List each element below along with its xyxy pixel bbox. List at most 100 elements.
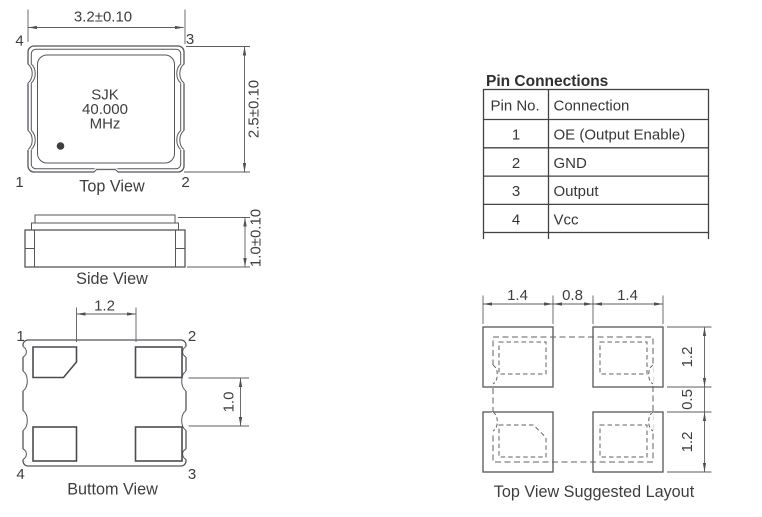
notch-patch — [650, 412, 654, 432]
bottom-outline — [22, 339, 187, 467]
arrowhead — [702, 463, 707, 472]
marking-line3: MHz — [90, 116, 121, 133]
castellation-notch — [30, 63, 36, 84]
castellation-notch — [179, 63, 185, 84]
castellation-notch — [27, 63, 33, 84]
pad-pin1 — [32, 346, 78, 379]
header-connection: Connection — [554, 98, 630, 115]
lid-top — [34, 214, 176, 224]
pad-pin2 — [134, 346, 183, 379]
table-row-connection: OE (Output Enable) — [554, 127, 686, 144]
arrowhead — [483, 302, 492, 306]
notch-patch — [176, 130, 186, 150]
notch-patch — [26, 130, 36, 150]
castellation-notch — [27, 130, 33, 150]
pin-number-1: 1 — [15, 174, 23, 191]
table-grid-lines — [482, 89, 710, 239]
notch-patch — [184, 410, 188, 431]
bottom-view: 1.2 1.0 1 2 4 3 Buttom View — [16, 298, 249, 499]
table-row-pin: 2 — [512, 155, 520, 172]
pin-number-2: 2 — [181, 174, 189, 191]
layout-view-caption: Top View Suggested Layout — [494, 483, 695, 501]
castellation-notch — [179, 130, 185, 150]
arrowhead — [242, 163, 247, 172]
pad-gap-label: 1.0 — [221, 392, 238, 413]
pad-outline-dashed-tl — [498, 341, 547, 375]
castellation-notch — [176, 130, 182, 150]
arrowhead — [593, 302, 602, 306]
table-row-connection: Output — [554, 183, 600, 200]
layout-dim-left-width: 1.4 — [507, 287, 528, 304]
pad-outline-dashed-br — [599, 424, 648, 458]
notch-patch — [21, 449, 25, 460]
pin-table-title: Pin Connections — [486, 73, 608, 90]
pad-spacing-label: 1.2 — [94, 298, 115, 315]
arrowhead — [584, 302, 593, 306]
notch-patch — [491, 365, 495, 385]
arrowhead — [243, 258, 247, 267]
pin-number-2: 2 — [188, 328, 196, 345]
pin-number-3: 3 — [186, 31, 194, 48]
table-row-pin: 1 — [512, 127, 520, 144]
notch-patch — [650, 365, 654, 385]
land-pad-top-right — [592, 326, 664, 388]
layout-dim-right-width: 1.4 — [617, 287, 638, 304]
land-pad-top-left — [482, 326, 554, 388]
land-pad-bottom-left — [482, 411, 554, 473]
pin-number-1: 1 — [16, 328, 24, 345]
castellation-notch — [22, 370, 28, 392]
notch-patch — [176, 64, 186, 84]
package-outline-dashed — [492, 336, 654, 463]
pad-outline-dashed-bl — [498, 424, 547, 458]
pad-outline-dashed-tr — [599, 341, 648, 375]
layout-dim-bottom-height: 1.2 — [679, 432, 696, 453]
layout-top-dimension-lines — [482, 295, 664, 324]
arrowhead — [654, 302, 663, 306]
notch-patch — [21, 346, 25, 357]
side-pads — [25, 230, 185, 267]
land-pad-bottom-right — [592, 411, 664, 473]
castellation-dashed — [648, 364, 654, 385]
layout-dim-row-gap: 0.5 — [679, 389, 696, 410]
arrowhead — [238, 378, 243, 387]
castellation-dashed — [648, 411, 654, 432]
lid-step — [31, 222, 179, 231]
pin-number-3: 3 — [188, 466, 196, 483]
castellation-notch — [22, 346, 27, 358]
bottom-view-caption: Buttom View — [67, 481, 158, 499]
layout-dim-top-height: 1.2 — [679, 347, 696, 368]
castellation-dashed — [492, 411, 498, 432]
table-row-connection: GND — [554, 155, 588, 172]
arrowhead — [238, 417, 243, 426]
arrowhead — [243, 217, 247, 227]
marking-line2: 40.000 — [82, 101, 128, 118]
notch-patch — [21, 410, 25, 431]
body — [24, 229, 186, 268]
height-dimension-lines — [184, 46, 250, 173]
notch-patch — [184, 449, 188, 460]
pin-number-4: 4 — [16, 466, 24, 483]
arrowhead — [28, 25, 37, 30]
arrowhead — [544, 302, 553, 306]
pad-pin3 — [134, 426, 183, 462]
notch-patch — [94, 168, 118, 174]
castellation-notch — [22, 410, 28, 431]
width-dimension-lines — [27, 9, 186, 44]
arrowhead — [175, 25, 184, 30]
side-view: 1.0±0.10 Side View — [24, 209, 265, 288]
side-height-dim-label: 1.0±0.10 — [248, 209, 265, 267]
table-row-pin: 4 — [512, 211, 520, 228]
bottom-center-notch — [93, 169, 119, 173]
notch-patch — [26, 64, 36, 84]
arrowhead — [127, 312, 136, 316]
castellation-dashed — [492, 364, 498, 385]
notch-patch — [491, 412, 495, 432]
arrowhead — [553, 302, 562, 306]
header-pin-no: Pin No. — [491, 98, 540, 115]
arrowhead — [76, 312, 86, 316]
castellation-notch — [176, 63, 182, 84]
table-border — [482, 88, 710, 234]
pin1-index-dot — [56, 142, 65, 150]
